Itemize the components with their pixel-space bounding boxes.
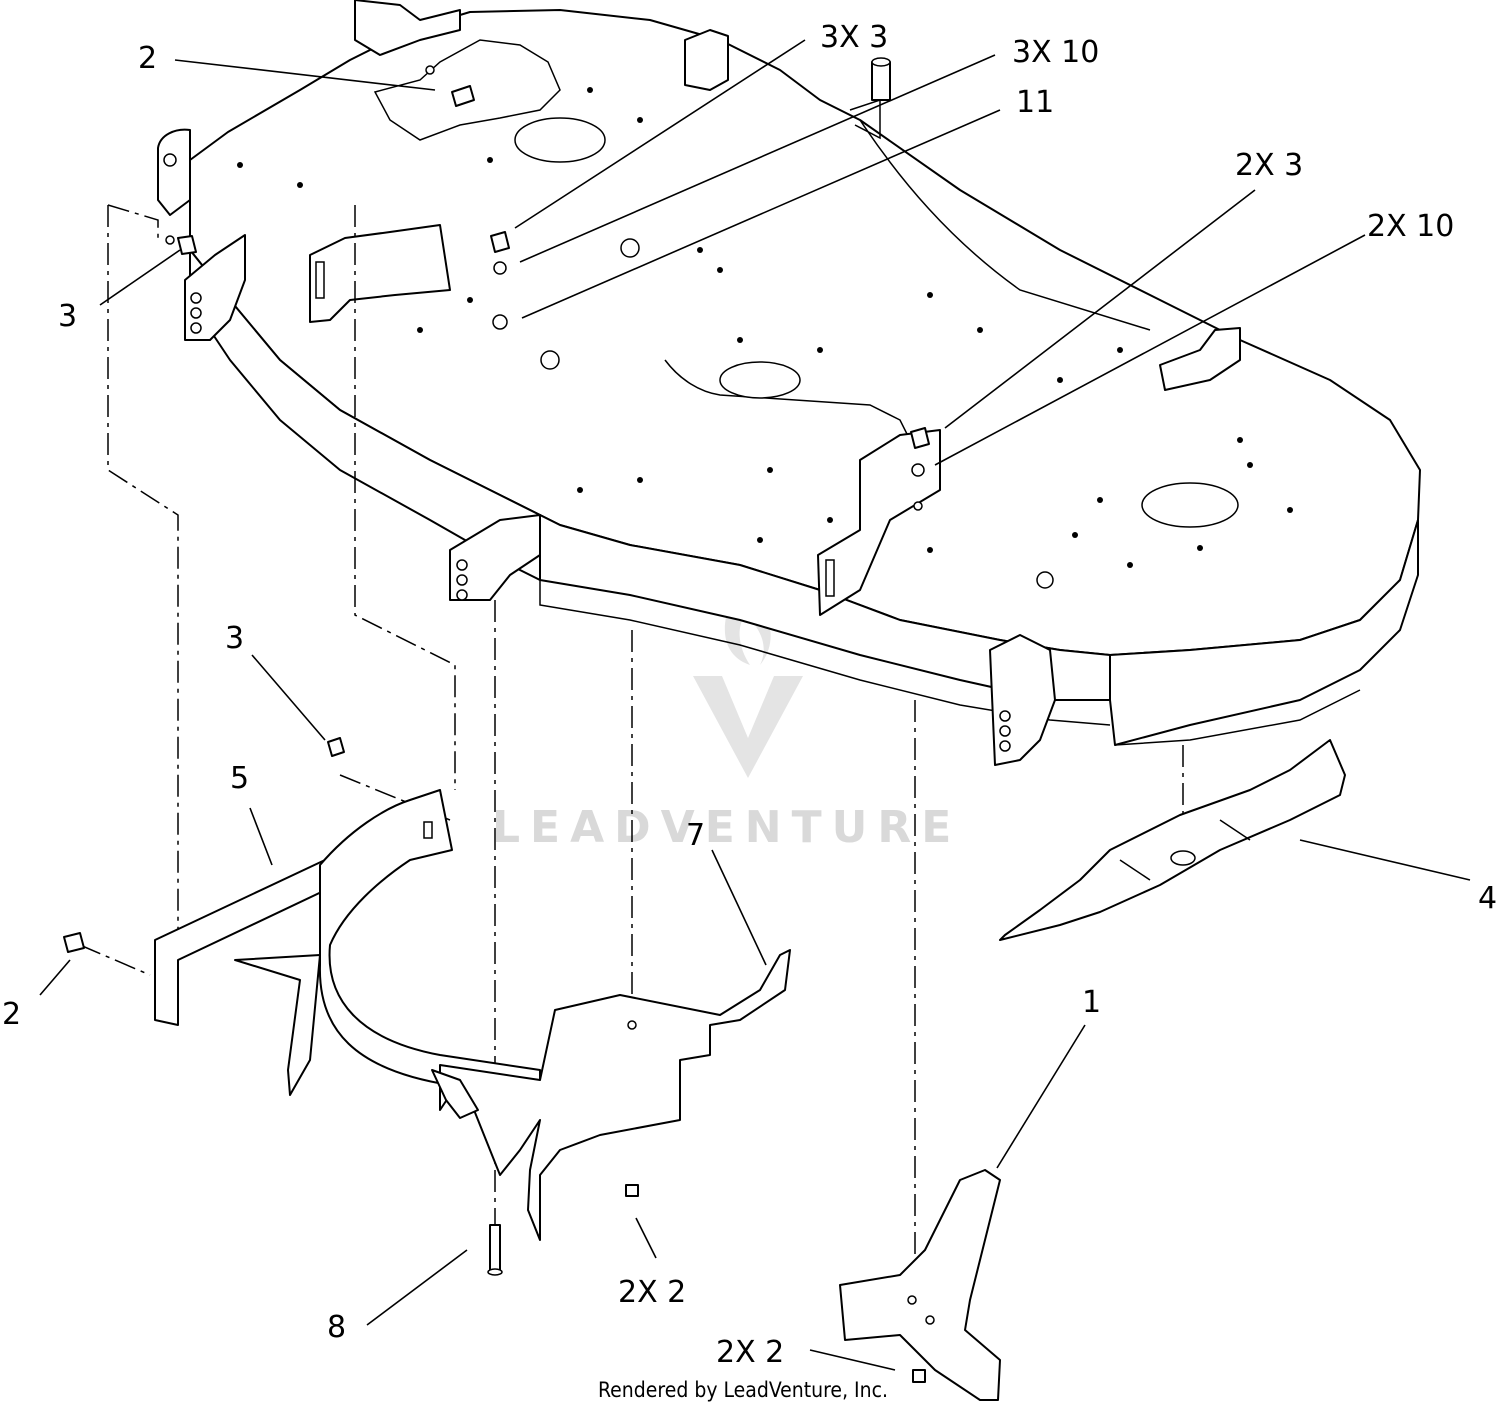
chute-pivot-right	[1159, 327, 1241, 391]
callout-3-left: 3	[58, 299, 77, 334]
watermark: LEADVENTURE	[492, 575, 961, 853]
chute-pivot-rear	[684, 29, 729, 91]
nut-3-left	[177, 235, 197, 255]
part-1-mulch-plug	[839, 1169, 1001, 1401]
mulch-baffle-body	[439, 949, 791, 1241]
bolt-2x2-bottom	[912, 1369, 926, 1383]
nut-2x3	[910, 427, 930, 449]
deck-pin	[871, 61, 891, 101]
callout-2-left: 2	[2, 997, 21, 1032]
deck-cutaway	[373, 39, 561, 141]
bolt-8	[489, 1224, 501, 1271]
callout-11: 11	[1016, 85, 1054, 120]
rear-mount-tab	[354, 0, 461, 56]
callout-2x2-mid: 2X 2	[618, 1275, 686, 1310]
bolt-2-top	[451, 85, 475, 107]
deck-right-skirt	[1109, 519, 1419, 746]
callout-3x3: 3X 3	[820, 20, 888, 55]
part-7-mulch-baffle	[431, 949, 791, 1241]
watermark-text: LEADVENTURE	[492, 802, 961, 853]
baffle-side-fin	[234, 954, 321, 1096]
callout-7: 7	[686, 818, 705, 853]
spindle-hole-center	[719, 361, 801, 399]
callout-3x10: 3X 10	[1012, 35, 1099, 70]
bolt-2-left	[63, 932, 85, 953]
chute-bracket-right	[817, 429, 941, 616]
leader-lines	[39, 39, 1471, 1371]
nut-3x3	[490, 231, 510, 253]
baffle-curved-shield	[318, 789, 541, 1101]
callout-5: 5	[230, 761, 249, 796]
deck-baffle-left	[664, 359, 911, 441]
watermark-chevron-icon	[693, 676, 803, 778]
rear-hitch-bracket	[157, 128, 191, 216]
callout-labels: 2 3X 3 3X 10 11 2X 3 2X 10 3 3 5 7 4 2 1…	[2, 20, 1497, 1370]
loose-fasteners	[63, 737, 926, 1383]
chute-bracket-left	[309, 224, 451, 323]
part-4-blade	[999, 739, 1346, 941]
callout-2x3: 2X 3	[1235, 148, 1303, 183]
render-credit: Rendered by LeadVenture, Inc.	[598, 1378, 888, 1402]
deck-mounting-holes	[237, 87, 1293, 589]
spindle-hole-left	[514, 117, 606, 163]
spindle-hole-right	[1141, 482, 1239, 528]
callout-2-top: 2	[138, 41, 157, 76]
blade-center-hole	[1170, 850, 1196, 866]
callout-4: 4	[1478, 881, 1497, 916]
callout-2x10: 2X 10	[1367, 209, 1454, 244]
height-bracket-front	[449, 514, 541, 601]
mower-deck	[157, 0, 1421, 766]
callout-1: 1	[1082, 985, 1101, 1020]
deck-baffle-right	[859, 119, 1151, 331]
part-5-chute-baffle	[154, 789, 541, 1101]
callout-8: 8	[327, 1310, 346, 1345]
nut-3-mid	[327, 737, 345, 757]
callout-3-mid: 3	[225, 621, 244, 656]
mulch-baffle-tab	[431, 1069, 479, 1119]
bolt-2x2-mid	[625, 1184, 639, 1197]
callout-2x2-bottom: 2X 2	[716, 1335, 784, 1370]
